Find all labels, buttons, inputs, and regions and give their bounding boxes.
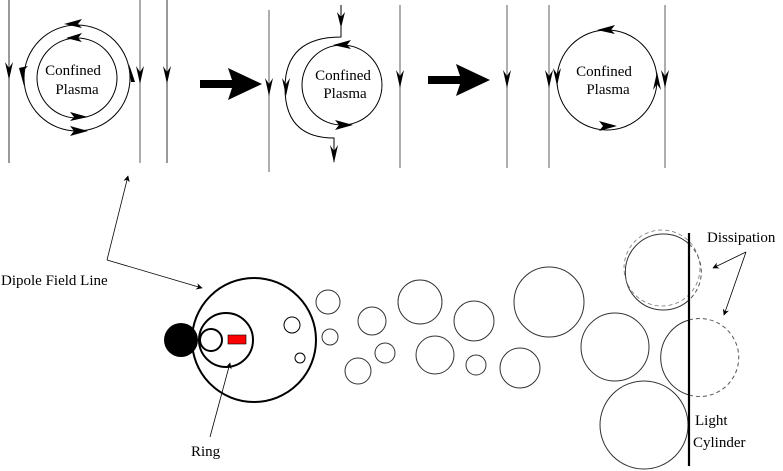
plasmoid-inner-part	[624, 233, 690, 311]
field-arrow	[661, 70, 669, 88]
loop-arrow	[70, 112, 88, 121]
loop-arrow	[282, 78, 290, 96]
callout-line	[712, 251, 747, 269]
companion-body	[199, 328, 223, 352]
panel-3-label-line1: Confined	[576, 64, 632, 80]
field-arrow	[337, 12, 345, 28]
panel-3: Confined Plasma	[503, 5, 669, 168]
plasmoid	[499, 347, 541, 389]
callout-line	[722, 251, 747, 316]
plasmoid-inner-part	[660, 319, 690, 396]
plasmoid	[315, 289, 341, 315]
plasmoid	[344, 357, 372, 385]
plasmoid	[465, 354, 487, 376]
loop-arrow	[335, 120, 353, 130]
panel-2-label-line2: Plasma	[323, 86, 367, 102]
plasmoid	[357, 306, 387, 336]
callout-line	[106, 175, 130, 261]
field-arrow	[265, 78, 273, 96]
ring-marker	[227, 334, 247, 345]
plasmoid-dissipated-part	[688, 318, 740, 397]
panel-1: Confined Plasma	[5, 0, 171, 163]
plasmoid	[397, 279, 443, 325]
field-arrow	[136, 66, 144, 84]
panel-3-label-line2: Plasma	[586, 82, 630, 98]
loop-arrow	[70, 126, 88, 136]
plasmoid	[283, 316, 301, 334]
plasmoid	[294, 352, 306, 364]
callout-line	[209, 362, 232, 438]
pulsar-system	[164, 277, 317, 403]
plasmoid-chain	[315, 266, 689, 470]
field-arrow	[163, 66, 171, 84]
loop-arrow	[66, 33, 82, 42]
detached-loop	[556, 29, 658, 131]
dissipation-label: Dissipation	[707, 230, 776, 246]
dipole-callout: Dipole Field Line	[1, 175, 203, 290]
loop-arrow	[333, 40, 351, 49]
plasmoid-dissipated-part	[688, 243, 702, 301]
pulsar-star	[164, 323, 198, 357]
plasmoid	[453, 300, 495, 342]
loop-arrow	[553, 68, 561, 86]
panel-2: Confined Plasma	[265, 5, 404, 172]
inner-loop	[301, 44, 383, 126]
process-arrow-2	[428, 64, 490, 96]
callout-line	[106, 259, 203, 290]
loop-arrow	[597, 25, 615, 34]
panel-1-label-line1: Confined	[45, 63, 101, 79]
loop-arrow	[64, 19, 82, 28]
light-cylinder-label-line2: Cylinder	[693, 435, 746, 451]
loop-arrow	[19, 66, 28, 86]
panel-1-label-line2: Plasma	[55, 82, 99, 98]
plasmoid	[599, 380, 689, 470]
plasmoid	[580, 312, 650, 382]
field-arrow	[330, 145, 338, 163]
dissipating-plasmoids	[623, 229, 740, 397]
field-arrow	[545, 70, 553, 88]
loop-arrow	[599, 121, 617, 131]
ring-callout: Ring	[191, 362, 232, 460]
field-arrow	[5, 62, 13, 80]
dipole-field-line-label: Dipole Field Line	[1, 273, 108, 289]
plasmoid	[374, 342, 396, 364]
light-cylinder-label-line1: Light	[695, 413, 728, 429]
plasmoid	[415, 335, 455, 375]
process-arrow-1	[200, 68, 262, 100]
dissipation-callout: Dissipation	[707, 230, 776, 316]
loop-arrow	[653, 72, 661, 90]
field-arrow	[503, 70, 511, 88]
ring-label: Ring	[191, 444, 221, 460]
plasmoid	[321, 328, 339, 346]
field-arrow	[396, 70, 404, 88]
plasmoid-dissipating-ghost	[623, 229, 701, 307]
loop-arrow	[129, 64, 135, 82]
panel-2-label-line1: Confined	[315, 68, 371, 84]
plasmoid	[513, 266, 585, 338]
